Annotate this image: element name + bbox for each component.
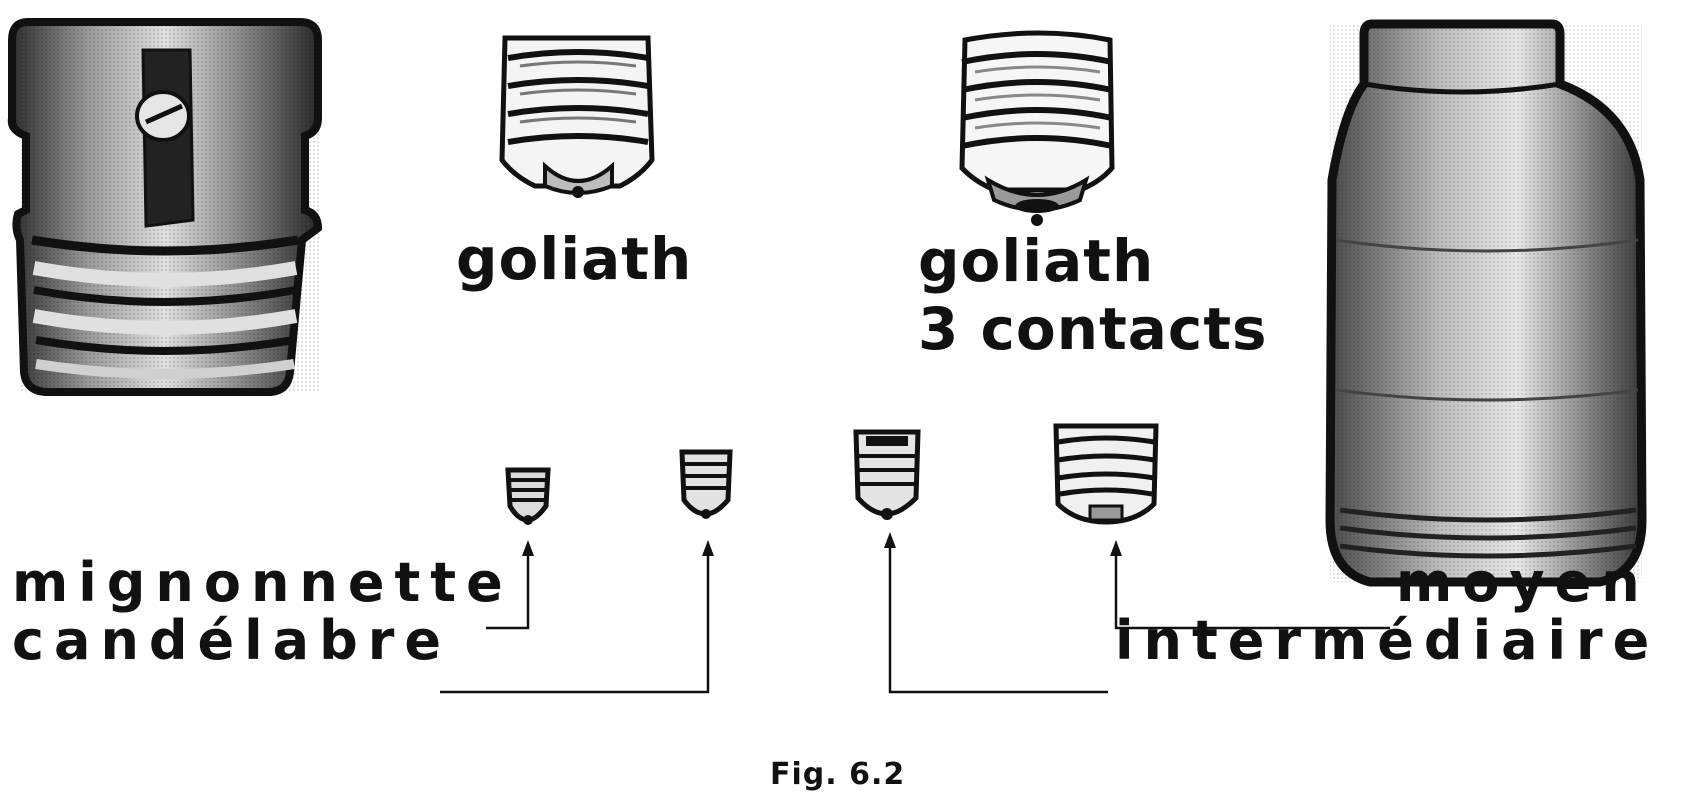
moyen-leader — [1114, 548, 1390, 630]
goliath-3-contacts-label-line-2: 3 contacts — [918, 295, 1268, 363]
mignonnette-leader — [486, 548, 530, 630]
goliath-label: goliath — [456, 225, 693, 293]
right-socket — [1325, 19, 1647, 587]
moyen-arrow — [1110, 540, 1122, 556]
mignonnette-arrow — [522, 540, 534, 556]
leader-lines — [440, 540, 1390, 694]
mignonnette-label: mignonnette — [12, 551, 513, 614]
mignonnette-base — [505, 467, 551, 525]
goliath-3-contacts-base — [959, 30, 1115, 226]
intermediaire-arrow — [884, 532, 896, 548]
intermediaire-leader — [888, 540, 1108, 694]
candelabre-leader — [440, 548, 710, 694]
candelabre-arrow — [702, 540, 714, 556]
arrow-heads — [522, 532, 1122, 556]
moyen-label: moyen — [1396, 551, 1650, 614]
goliath-3-contacts-label-line-1: goliath — [918, 227, 1155, 295]
figure-caption: Fig. 6.2 — [770, 757, 906, 792]
moyen-base — [1053, 423, 1159, 525]
candelabre-label: candélabre — [12, 609, 452, 672]
intermediaire-label: intermédiaire — [1115, 609, 1660, 672]
goliath-base — [499, 35, 655, 198]
intermediaire-base — [853, 429, 921, 520]
candelabre-base — [679, 449, 733, 519]
left-socket — [7, 18, 323, 396]
